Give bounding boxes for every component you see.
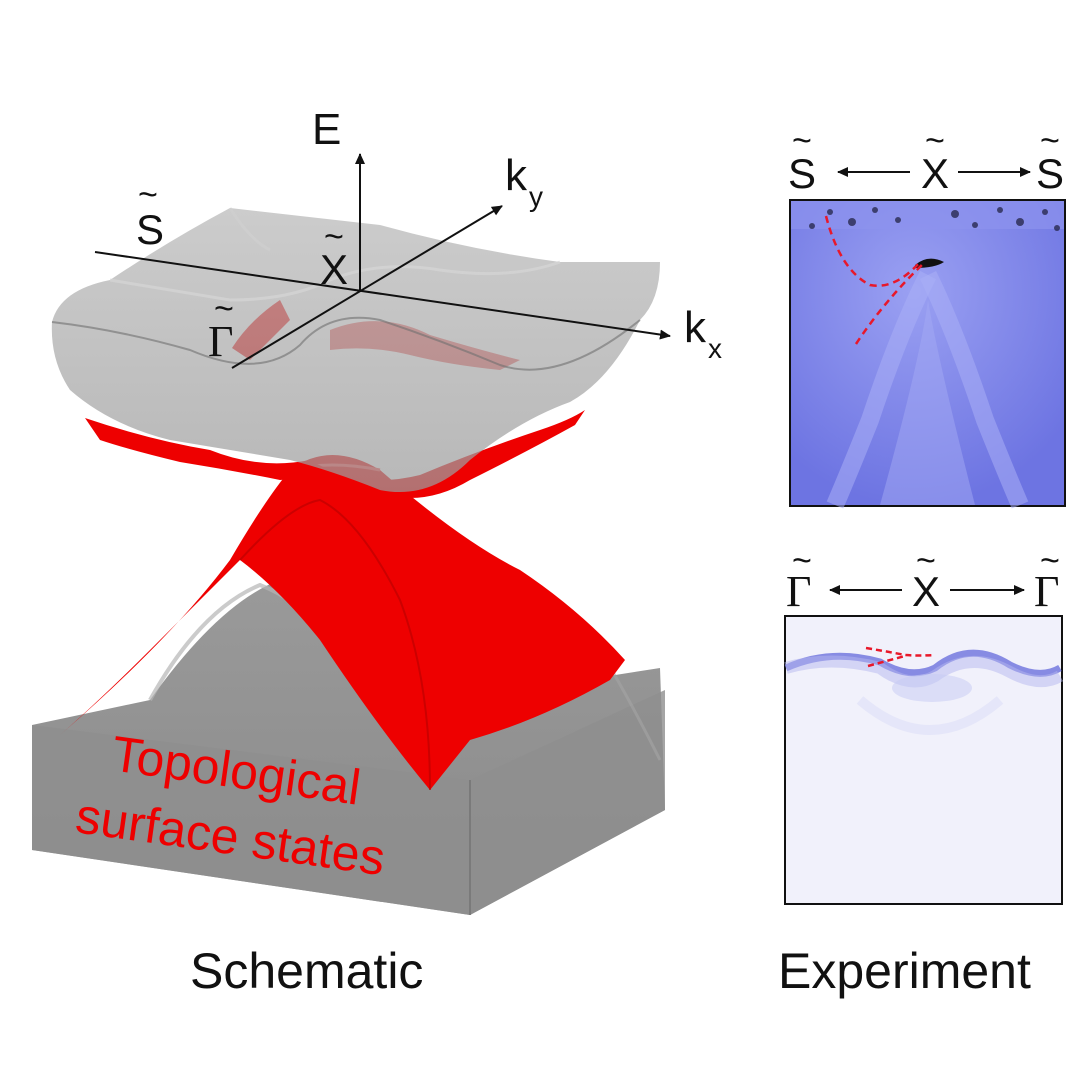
svg-text:X: X xyxy=(320,246,348,293)
svg-text:~: ~ xyxy=(916,542,936,580)
experiment-group: ~ S ~ X ~ S xyxy=(778,122,1066,999)
x-point-label: ~ X xyxy=(320,218,348,293)
guide-dash-c xyxy=(865,646,936,657)
top-panel-header: ~ S ~ X ~ S xyxy=(788,122,1064,197)
svg-text:Γ: Γ xyxy=(786,567,811,616)
svg-text:k: k xyxy=(684,303,707,352)
svg-text:S: S xyxy=(136,206,164,253)
arpes-panel-gamma-x-gamma xyxy=(784,615,1064,905)
svg-text:~: ~ xyxy=(792,122,812,160)
svg-text:Γ: Γ xyxy=(208,317,233,366)
svg-text:~: ~ xyxy=(925,122,945,160)
experiment-caption: Experiment xyxy=(778,943,1031,999)
svg-text:S: S xyxy=(1036,150,1064,197)
arpes-panel-s-x-s xyxy=(789,199,1066,509)
upper-bulk-band xyxy=(51,207,661,492)
svg-text:~: ~ xyxy=(138,176,158,214)
gamma-point-label: ~ Γ xyxy=(208,290,234,366)
svg-text:x: x xyxy=(708,333,722,364)
svg-text:~: ~ xyxy=(214,290,234,328)
kx-axis-label: k x xyxy=(684,303,722,364)
bottom-panel-header: ~ Γ ~ X ~ Γ xyxy=(786,542,1060,616)
kx-axis-line xyxy=(94,251,671,340)
svg-text:k: k xyxy=(505,151,528,200)
schematic-group: E k y k x ~ S ~ X ~ Γ Topological surfac… xyxy=(32,105,722,999)
ky-axis-line xyxy=(231,205,503,369)
s-point-label: ~ S xyxy=(136,176,164,253)
svg-text:Γ: Γ xyxy=(1034,567,1059,616)
e-axis-label: E xyxy=(312,105,341,154)
guide-dash-a xyxy=(824,215,921,287)
axes xyxy=(94,153,671,369)
svg-text:~: ~ xyxy=(324,218,344,256)
svg-text:y: y xyxy=(529,181,543,212)
svg-text:X: X xyxy=(921,150,949,197)
svg-text:~: ~ xyxy=(1040,122,1060,160)
guide-dash-d xyxy=(867,654,906,668)
svg-text:~: ~ xyxy=(1040,542,1060,580)
ky-axis-label: k y xyxy=(505,151,543,212)
guide-dash-b xyxy=(854,261,926,345)
schematic-caption: Schematic xyxy=(190,943,423,999)
svg-text:S: S xyxy=(788,150,816,197)
svg-text:~: ~ xyxy=(792,542,812,580)
svg-text:X: X xyxy=(912,568,940,615)
